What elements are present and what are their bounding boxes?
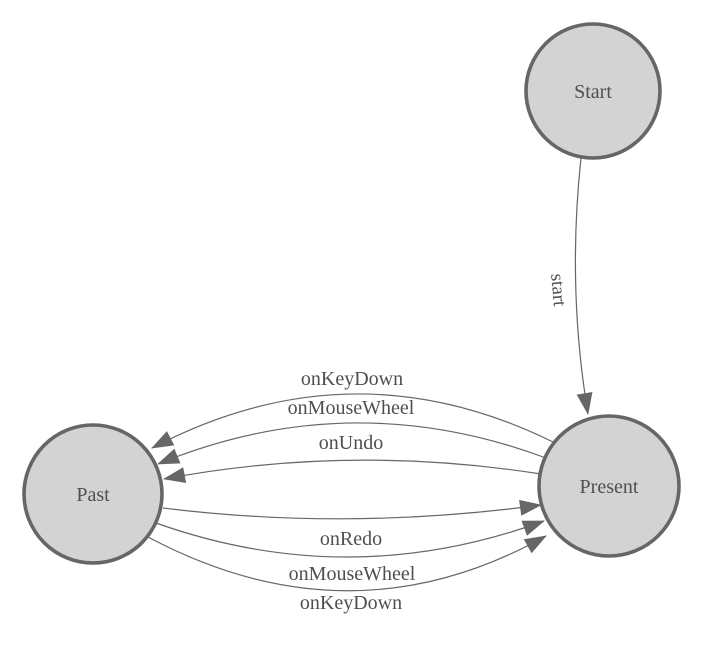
edge-past-to-present-onredo: onRedo xyxy=(162,499,542,550)
edge-label-onundo: onUndo xyxy=(319,432,383,454)
node-layer: Start Past Present xyxy=(22,22,681,565)
state-node-present: Present xyxy=(537,414,681,558)
state-circle-past[interactable] xyxy=(22,423,164,565)
edge-label-onredo: onRedo xyxy=(320,528,382,550)
edge-present-to-past-onmousewheel: onMouseWheel xyxy=(157,397,547,465)
edge-path-onredo xyxy=(162,499,542,520)
edge-start-to-present: start xyxy=(546,157,593,415)
edge-label-onmousewheel-top: onMouseWheel xyxy=(288,397,415,419)
edge-past-to-present-onkeydown: onKeyDown xyxy=(147,535,547,614)
edge-path-onkeydown-bottom xyxy=(147,535,547,592)
state-label-start: Start xyxy=(574,81,612,103)
edge-path-onmousewheel-top xyxy=(157,422,547,465)
state-circle-start[interactable] xyxy=(524,22,662,160)
state-label-present: Present xyxy=(580,476,639,498)
edge-path-onmousewheel-bottom xyxy=(155,520,545,558)
state-node-past: Past xyxy=(22,423,164,565)
state-label-past: Past xyxy=(76,484,110,506)
edge-present-to-past-onkeydown: onKeyDown xyxy=(151,368,554,449)
edge-label-onmousewheel-bottom: onMouseWheel xyxy=(289,563,416,585)
edge-path-onkeydown-top xyxy=(151,393,554,449)
edge-label-onkeydown-top: onKeyDown xyxy=(301,368,403,390)
edge-path-onundo xyxy=(163,459,542,483)
edge-present-to-past-onundo: onUndo xyxy=(163,432,542,483)
edge-layer: start onKeyDown onMouseWheel onUndo onRe… xyxy=(147,157,593,614)
state-node-start: Start xyxy=(524,22,662,160)
edge-past-to-present-onmousewheel: onMouseWheel xyxy=(155,520,545,585)
state-circle-present[interactable] xyxy=(537,414,681,558)
edge-label-start: start xyxy=(546,273,570,308)
edge-label-onkeydown-bottom: onKeyDown xyxy=(300,592,402,614)
edge-path-start xyxy=(574,157,593,415)
